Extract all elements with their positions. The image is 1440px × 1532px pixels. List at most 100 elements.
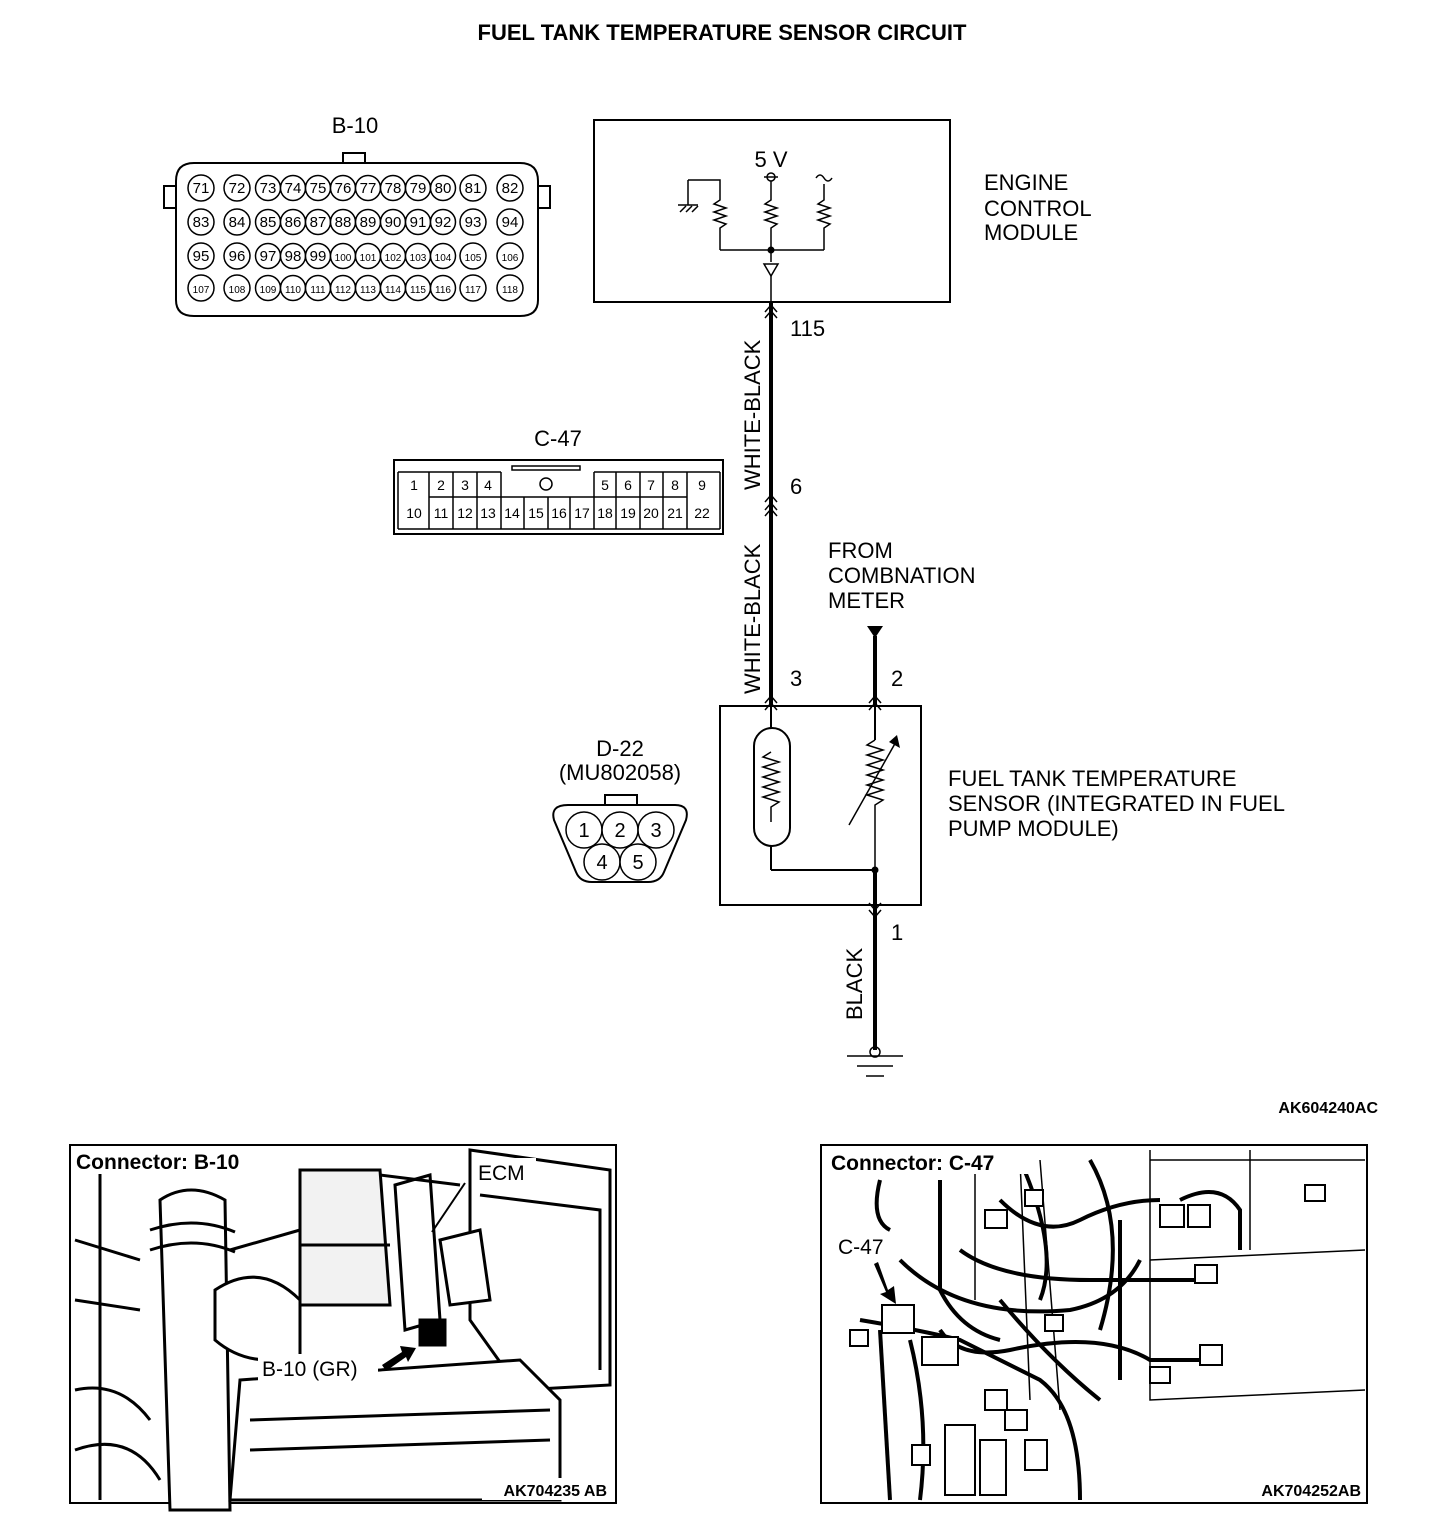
c47-pin-label: 17 (574, 505, 590, 521)
meter-label-line-1: FROM (828, 538, 893, 563)
c47-pin-label: 10 (406, 505, 422, 521)
meter-arrow-icon (867, 626, 883, 638)
b10-pin-label: 108 (229, 285, 246, 296)
sensor-label-line-1: FUEL TANK TEMPERATURE (948, 766, 1237, 791)
c47-pin-label: 22 (694, 505, 710, 521)
b10-pin (429, 242, 457, 270)
b10-pin-label: 91 (410, 214, 427, 231)
c47-pin-label: 6 (624, 477, 632, 493)
d22-pin-label: 4 (596, 852, 607, 874)
connector-d22-part: (MU802058) (559, 760, 681, 785)
c47-pin-label: 3 (461, 477, 469, 493)
b10-pin-label: 100 (335, 253, 352, 264)
b10-pin (187, 208, 215, 236)
b10-pin-label: 92 (435, 214, 452, 231)
c47-pin-label: 12 (457, 505, 473, 521)
c47-pin-label: 9 (698, 477, 706, 493)
photo-left-caption: Connector: B-10 (76, 1151, 239, 1174)
b10-pin (429, 274, 457, 302)
b10-pin-label: 93 (465, 214, 482, 231)
b10-pin-label: 85 (260, 214, 277, 231)
b10-pin-label: 86 (285, 214, 302, 231)
resistor-icon (688, 179, 729, 250)
ecm-label-line-3: MODULE (984, 220, 1078, 245)
d22-pin-label: 5 (632, 852, 643, 874)
figure-code: AK604240AC (1278, 1100, 1378, 1117)
c47-pin-label: 19 (620, 505, 636, 521)
b10-pin (496, 242, 524, 270)
b10-pin-label: 95 (193, 248, 210, 265)
b10-pin (223, 174, 251, 202)
b10-pin-label: 105 (465, 253, 482, 264)
b10-pin-label: 106 (502, 253, 519, 264)
b10-pin-label: 88 (335, 214, 352, 231)
photo-connector-c47: Connector: C-47 C-47 AK704252AB (820, 1144, 1368, 1504)
c47-pin-label: 11 (434, 505, 449, 521)
d22-pin-label: 3 (650, 820, 661, 842)
b10-pin (459, 208, 487, 236)
photo-right-caption: Connector: C-47 (831, 1152, 994, 1175)
b10-pin (496, 274, 524, 302)
b10-pin-label: 102 (385, 253, 402, 264)
b10-pin-label: 112 (335, 285, 351, 296)
b10-pin-label: 116 (435, 285, 451, 296)
b10-pin (459, 174, 487, 202)
resistor-icon (762, 181, 780, 262)
b10-pin-label: 98 (285, 248, 302, 265)
b10-pin-label: 96 (229, 248, 246, 265)
b10-pin-label: 76 (335, 180, 352, 197)
b10-pin-label: 113 (360, 285, 376, 296)
b10-pin-label: 84 (229, 214, 246, 231)
photo-left-ecm-label: ECM (478, 1162, 525, 1185)
b10-pin-label: 110 (285, 285, 301, 296)
b10-pin (187, 242, 215, 270)
signal-wire: 115 WHITE-BLACK 6 WHITE-BLACK 3 (740, 302, 825, 711)
resistor-icon (815, 184, 833, 250)
b10-pin (459, 274, 487, 302)
c47-pin-6-label: 6 (790, 474, 802, 499)
photo-left-code: AK704235 AB (504, 1483, 607, 1500)
b10-pin (429, 208, 457, 236)
c47-pin-label: 7 (647, 477, 655, 493)
sensor-pin-1-label: 1 (891, 920, 903, 945)
b10-pin-label: 79 (410, 180, 427, 197)
b10-pin-label: 90 (385, 214, 402, 231)
c47-pin-label: 2 (437, 477, 445, 493)
pointer-arrow-icon (874, 1262, 896, 1304)
b10-pin (223, 274, 251, 302)
b10-pin-label: 78 (385, 180, 402, 197)
meter-label-line-3: METER (828, 588, 905, 613)
sensor-label-line-3: PUMP MODULE) (948, 816, 1119, 841)
b10-pin-label: 72 (229, 180, 246, 197)
b10-pin-label: 74 (285, 180, 302, 197)
b10-pin-label: 103 (410, 253, 427, 264)
c47-pin-label: 16 (551, 505, 567, 521)
sensor-box (719, 705, 922, 906)
photo-right-code: AK704252AB (1261, 1483, 1361, 1500)
ecm-module: 5 V ENGINE CONTROL MODULE (593, 119, 1092, 303)
c47-pin-label: 21 (667, 505, 683, 521)
b10-pin (223, 242, 251, 270)
wire-color-middle: WHITE-BLACK (740, 543, 765, 694)
b10-pin-label: 114 (385, 285, 401, 296)
connector-b10-label: B-10 (332, 113, 378, 138)
b10-pin-label: 87 (310, 214, 327, 231)
sensor-pin-3-label: 3 (790, 666, 802, 691)
wire-color-ground: BLACK (842, 948, 867, 1020)
c47-pin-label: 4 (484, 477, 492, 493)
b10-pin-label: 71 (193, 180, 210, 197)
b10-pin-label: 104 (435, 253, 452, 264)
connector-d22-label: D-22 (596, 736, 644, 761)
photo-left-connector-label: B-10 (GR) (262, 1358, 358, 1381)
photo-connector-b10: Connector: B-10 ECM B-10 (GR) AK704235 A… (69, 1144, 617, 1512)
fuel-tank-sensor: 1 BLACK FUEL TANK TEMPERATURE SENSOR (IN… (719, 705, 1285, 1077)
b10-pin (223, 208, 251, 236)
meter-feed: FROM COMBNATION METER 2 (828, 538, 975, 711)
